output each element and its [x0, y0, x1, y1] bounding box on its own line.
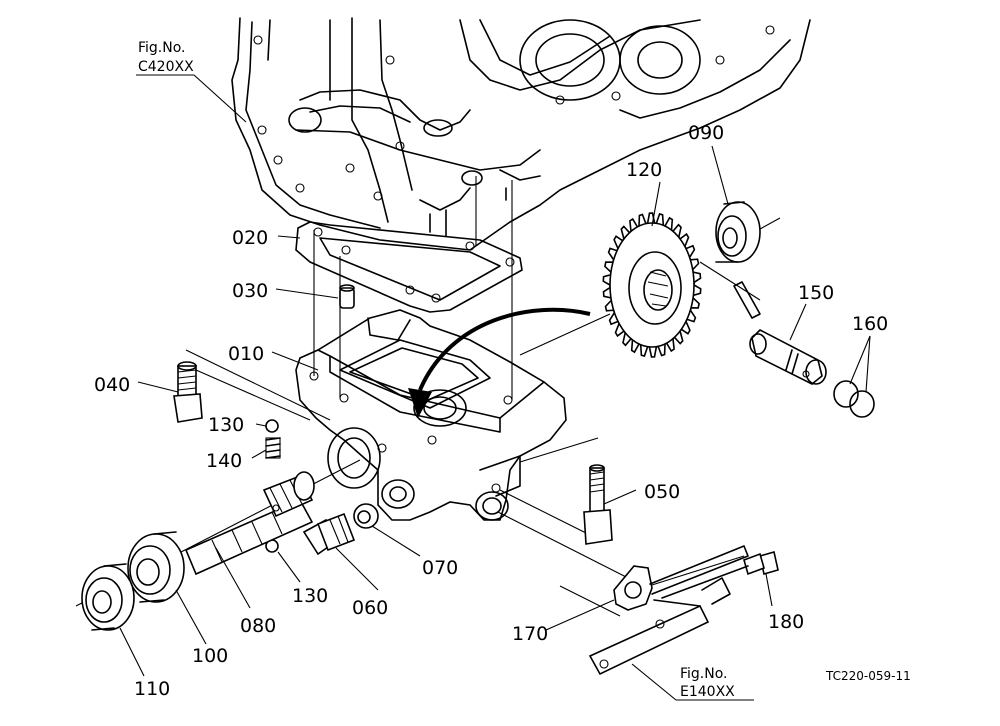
part-label-050: 050 — [644, 481, 680, 503]
bolt-180-drawing — [743, 550, 779, 576]
linkage-plate-drawing — [588, 545, 749, 676]
leader-lines — [119, 74, 871, 701]
part-label-100: 100 — [192, 645, 228, 667]
gasket-170-drawing — [613, 565, 653, 611]
housing-010-drawing — [295, 309, 567, 521]
shaft-150-drawing — [733, 281, 827, 385]
diagram-code: TC220-059-11 — [825, 669, 911, 683]
fig-ref-label: Fig.No. — [138, 40, 186, 56]
bearing-090-drawing — [715, 201, 761, 263]
washer-070-drawing — [353, 503, 379, 529]
shaft-080-drawing — [184, 471, 315, 576]
part-label-140: 140 — [206, 450, 242, 472]
part-label-010: 010 — [228, 343, 264, 365]
bearing-110-drawing — [81, 563, 135, 631]
figure-reference-e140xx: Fig.No. E140XX — [680, 666, 735, 700]
fig-ref-code: E140XX — [680, 684, 735, 700]
fig-ref-label: Fig.No. — [680, 666, 728, 682]
bolt-050-drawing — [583, 464, 613, 545]
part-label-180: 180 — [768, 611, 804, 633]
part-label-110: 110 — [134, 678, 170, 700]
part-label-090: 090 — [688, 122, 724, 144]
gasket-020-drawing — [295, 221, 523, 313]
part-label-130-upper: 130 — [208, 414, 244, 436]
part-label-030: 030 — [232, 280, 268, 302]
bearing-100-drawing — [127, 531, 185, 603]
part-label-170: 170 — [512, 623, 548, 645]
part-label-060: 060 — [352, 597, 388, 619]
gear-120-drawing — [602, 212, 702, 358]
part-label-150: 150 — [798, 282, 834, 304]
plug-060-drawing — [302, 512, 356, 556]
part-label-040: 040 — [94, 374, 130, 396]
pin-030-drawing — [339, 284, 355, 309]
transmission-case-drawing — [231, 17, 811, 251]
part-label-160: 160 — [852, 313, 888, 335]
part-label-120: 120 — [626, 159, 662, 181]
fig-ref-code: C420XX — [138, 59, 194, 75]
part-label-020: 020 — [232, 227, 268, 249]
part-label-130-lower: 130 — [292, 585, 328, 607]
figure-reference-c420xx: Fig.No. C420XX — [138, 40, 194, 75]
bolt-040-drawing — [173, 361, 203, 423]
orings-160-drawing — [833, 380, 875, 418]
part-label-070: 070 — [422, 557, 458, 579]
assembly-arrow — [408, 307, 591, 418]
part-label-080: 080 — [240, 615, 276, 637]
detent-parts-drawing — [265, 419, 281, 553]
